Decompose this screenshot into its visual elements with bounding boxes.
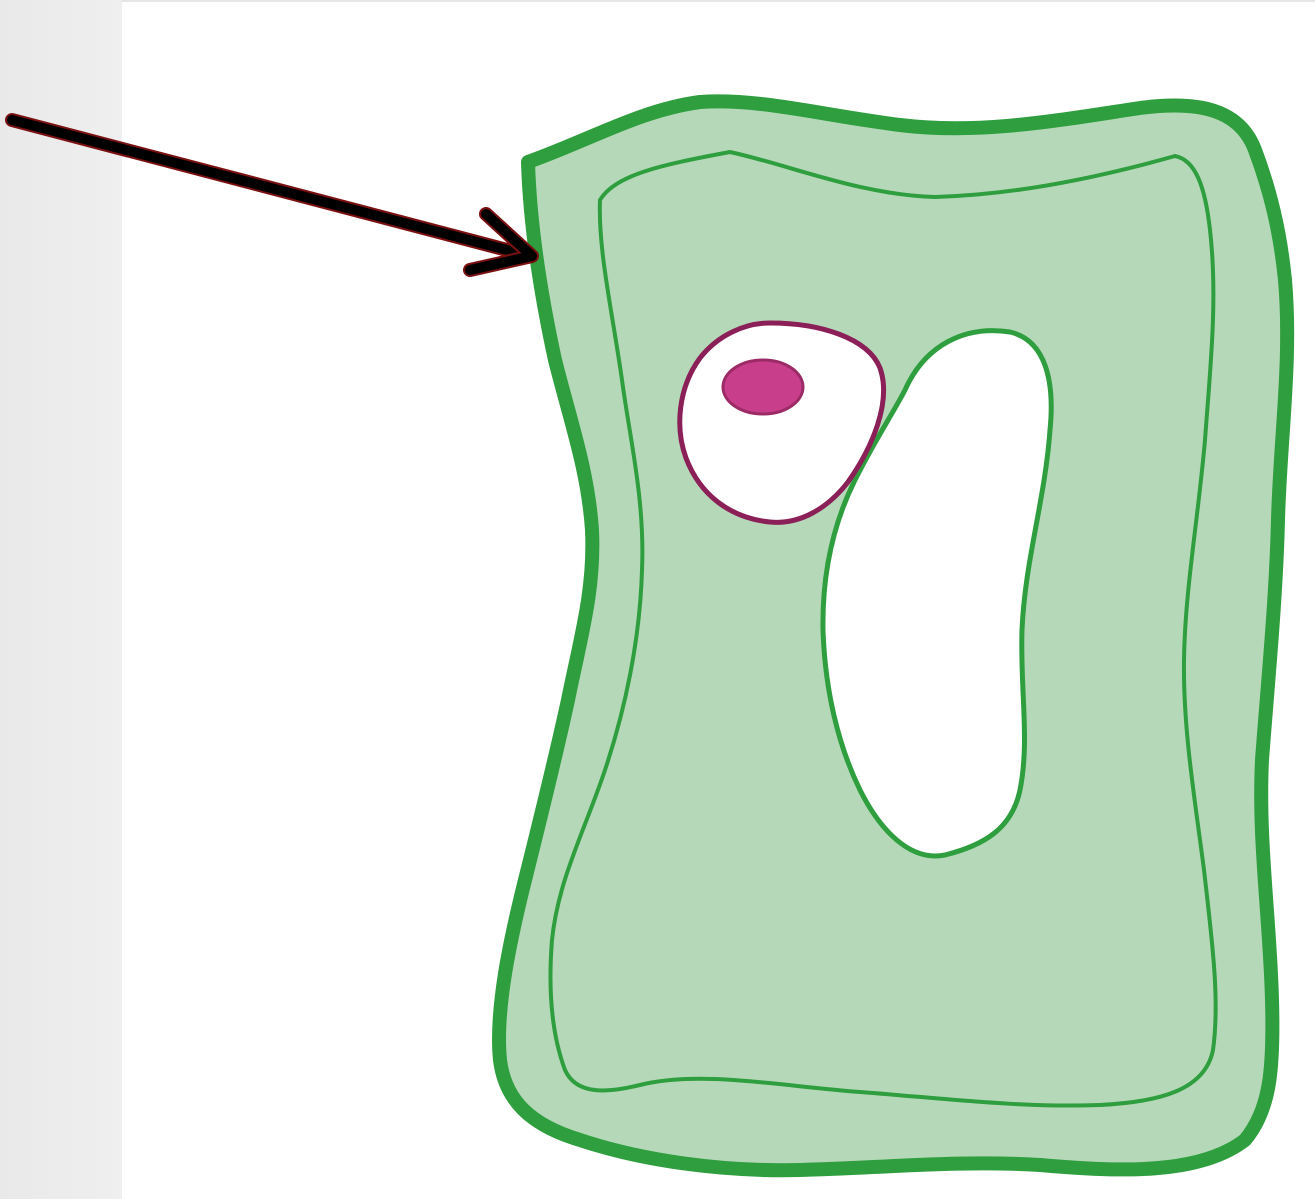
arrow-right-icon: [12, 120, 532, 270]
nucleolus: [723, 360, 803, 414]
